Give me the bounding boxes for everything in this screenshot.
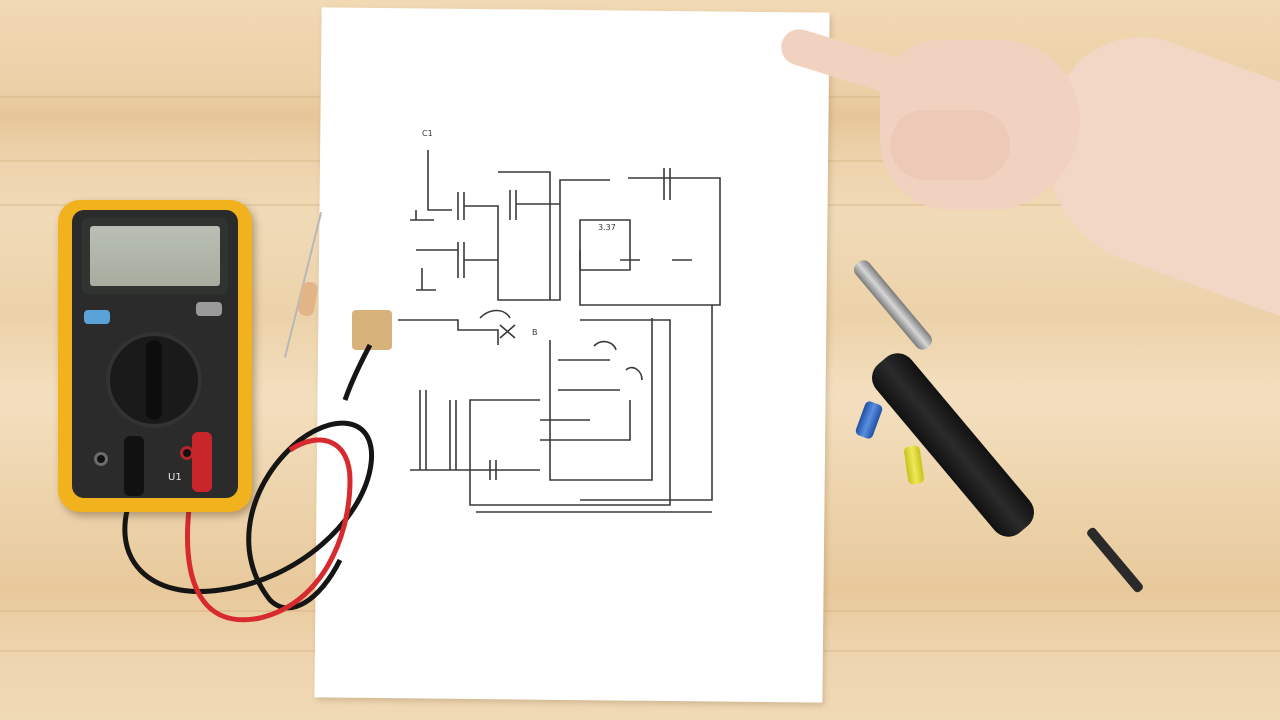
- connector-block: [352, 310, 392, 350]
- circuit-schematic: C1 3.37 B: [398, 129, 721, 513]
- hand-knuckles: [890, 110, 1010, 180]
- schematic-label: 3.37: [598, 223, 616, 232]
- black-probe-lead-tip: [342, 343, 373, 401]
- multimeter-knob: [146, 340, 162, 420]
- multimeter-label: U1: [168, 472, 182, 483]
- black-probe-lead: [122, 420, 374, 611]
- multimeter-jack-red: [180, 446, 194, 460]
- schematic-label: B: [532, 328, 538, 337]
- multimeter-display-glass: [90, 226, 220, 286]
- multimeter-face: U1: [72, 210, 238, 498]
- black-probe-plug: [124, 436, 144, 496]
- red-probe-lead: [185, 437, 353, 623]
- multimeter-jack: [94, 452, 108, 466]
- red-probe-plug: [192, 432, 212, 492]
- multimeter: U1: [58, 200, 252, 512]
- schematic-label: C1: [422, 129, 433, 138]
- multimeter-display: [82, 218, 228, 294]
- multimeter-gray-button: [196, 302, 222, 316]
- multimeter-rotary-dial: [106, 332, 202, 428]
- multimeter-blue-button: [84, 310, 110, 324]
